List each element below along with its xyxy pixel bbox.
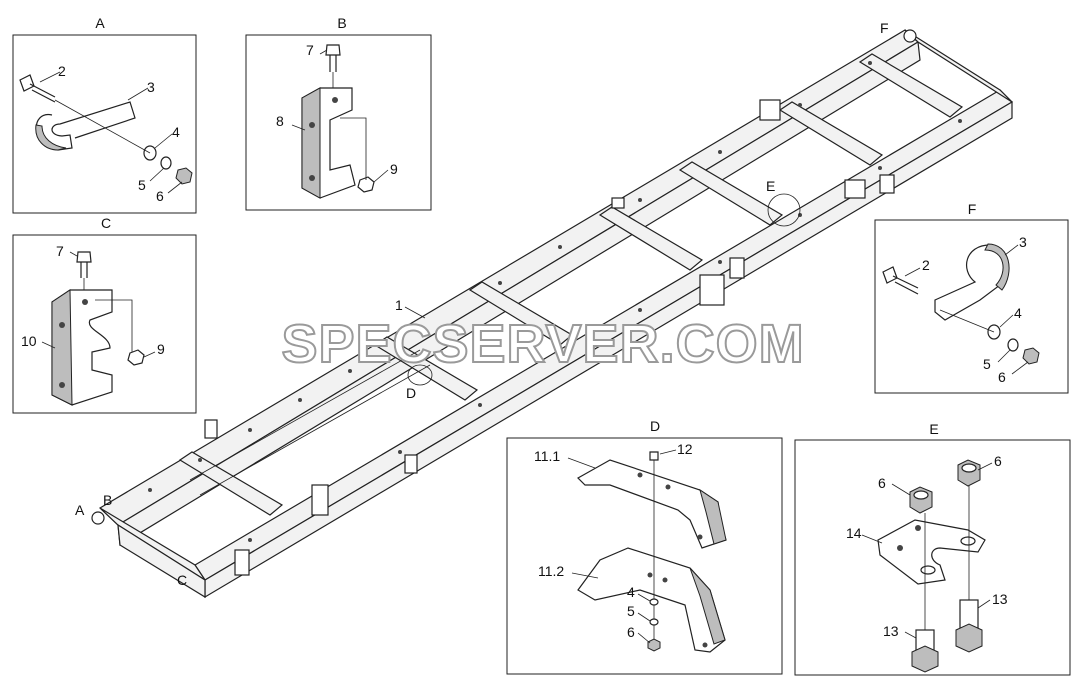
watermark-text: SPECSERVER.COM <box>281 314 804 374</box>
view-f: F 2 3 4 5 6 <box>874 201 1069 394</box>
view-a-label-3: 3 <box>147 79 155 95</box>
view-b-label-8: 8 <box>276 113 284 129</box>
callout-e: E <box>766 178 775 194</box>
view-d-label-11-2: 11.2 <box>538 563 564 579</box>
view-e-label-13a: 13 <box>992 591 1008 607</box>
view-c: C 7 10 9 <box>12 215 197 414</box>
view-e-label-13b: 13 <box>883 623 899 639</box>
view-c-title: C <box>101 215 111 231</box>
view-b-title: B <box>337 15 346 31</box>
view-b: B 7 8 9 <box>245 15 432 211</box>
view-a-title: A <box>95 15 105 31</box>
view-e-label-14: 14 <box>846 525 862 541</box>
view-f-label-5: 5 <box>983 356 991 372</box>
view-b-label-7: 7 <box>306 42 314 58</box>
view-c-label-7: 7 <box>56 243 64 259</box>
view-f-label-3: 3 <box>1019 234 1027 250</box>
view-a: A 2 3 4 5 6 <box>12 15 197 214</box>
view-f-title: F <box>968 201 977 217</box>
view-f-label-6: 6 <box>998 369 1006 385</box>
view-f-label-2: 2 <box>922 257 930 273</box>
view-d-label-6: 6 <box>627 624 635 640</box>
view-d-label-4: 4 <box>627 584 635 600</box>
callout-b: B <box>103 492 112 508</box>
view-d-label-11-1: 11.1 <box>534 448 560 464</box>
view-d-label-12: 12 <box>677 441 693 457</box>
view-a-label-5: 5 <box>138 177 146 193</box>
view-a-label-2: 2 <box>58 63 66 79</box>
view-d-title: D <box>650 418 660 434</box>
callout-a: A <box>75 502 85 518</box>
callout-part-1: 1 <box>395 297 403 313</box>
view-e-title: E <box>929 421 938 437</box>
view-e-label-6a: 6 <box>994 453 1002 469</box>
view-c-label-9: 9 <box>157 341 165 357</box>
view-c-label-10: 10 <box>21 333 37 349</box>
callout-c: C <box>177 572 187 588</box>
view-d-label-5: 5 <box>627 603 635 619</box>
callout-f: F <box>880 20 889 36</box>
view-f-label-4: 4 <box>1014 305 1022 321</box>
view-e-label-6b: 6 <box>878 475 886 491</box>
view-d: D 11.1 12 11.2 4 5 6 <box>506 418 783 675</box>
view-a-label-6: 6 <box>156 188 164 204</box>
chassis-frame <box>91 29 1013 599</box>
callout-d: D <box>406 385 416 401</box>
view-a-label-4: 4 <box>172 124 180 140</box>
view-e: E 6 6 14 13 13 <box>794 421 1071 676</box>
view-b-label-9: 9 <box>390 161 398 177</box>
